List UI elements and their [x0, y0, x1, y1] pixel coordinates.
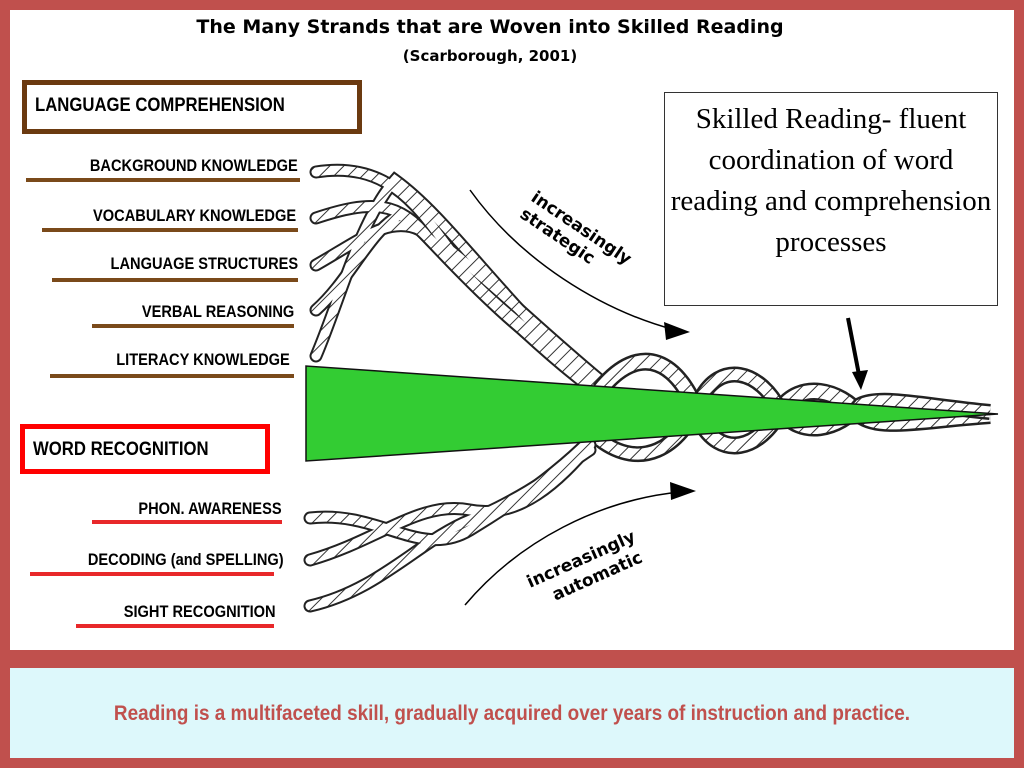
page-subtitle: (Scarborough, 2001) — [402, 47, 578, 65]
word-recognition-box: WORD RECOGNITION — [20, 424, 270, 474]
item-underline — [26, 178, 300, 182]
item-phon-awareness: PHON. AWARENESS — [138, 499, 282, 518]
skilled-reading-callout: Skilled Reading- fluent coordination of … — [664, 92, 998, 306]
language-comprehension-heading: LANGUAGE COMPREHENSION — [35, 95, 285, 116]
item-underline — [30, 572, 274, 576]
word-recognition-heading: WORD RECOGNITION — [33, 439, 209, 460]
item-underline — [92, 324, 294, 328]
summary-banner: Reading is a multifaceted skill, gradual… — [10, 668, 1014, 758]
strategic-arrow — [469, 189, 676, 331]
item-vocabulary-knowledge: VOCABULARY KNOWLEDGE — [92, 206, 296, 225]
item-sight-recognition: SIGHT RECOGNITION — [124, 602, 276, 621]
item-underline — [52, 278, 298, 282]
automatic-arrow — [464, 491, 681, 606]
item-background-knowledge: BACKGROUND KNOWLEDGE — [90, 156, 298, 175]
automatic-arrowhead — [670, 482, 696, 500]
language-comprehension-box: LANGUAGE COMPREHENSION — [22, 80, 362, 134]
item-language-structures: LANGUAGE STRUCTURES — [110, 254, 298, 273]
page-title: The Many Strands that are Woven into Ski… — [196, 16, 784, 38]
item-underline — [50, 374, 294, 378]
summary-text: Reading is a multifaceted skill, gradual… — [113, 702, 911, 725]
item-verbal-reasoning: VERBAL REASONING — [141, 302, 294, 321]
strategic-arrowhead — [664, 322, 690, 340]
item-literacy-knowledge: LITERACY KNOWLEDGE — [116, 350, 290, 369]
item-underline — [42, 228, 298, 232]
item-underline — [92, 520, 282, 524]
convergence-wedge — [305, 365, 999, 462]
word-strands — [303, 433, 597, 613]
callout-pointer — [846, 317, 862, 381]
strategic-label: increasingly strategic — [516, 188, 640, 290]
item-decoding: DECODING (and SPELLING) — [88, 550, 284, 569]
item-underline — [76, 624, 274, 628]
language-strands — [309, 163, 607, 402]
